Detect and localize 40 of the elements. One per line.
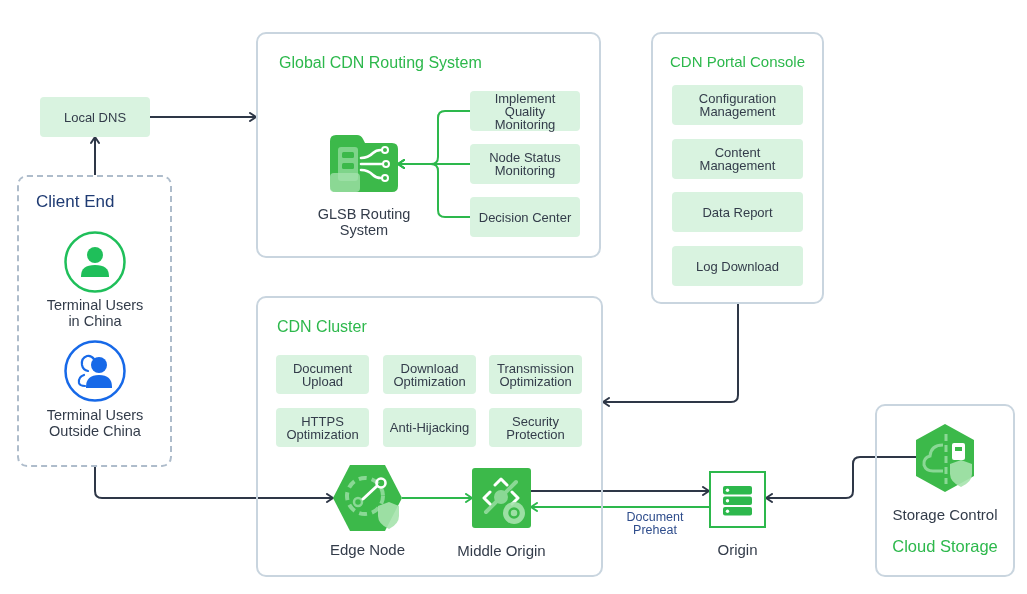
group-panel <box>651 32 824 304</box>
node-label: Terminal Users Outside China <box>45 407 145 439</box>
process-box: Download Optimization <box>383 355 476 394</box>
group-panel <box>256 32 601 258</box>
node-label: Terminal Users in China <box>45 297 145 329</box>
panel-title: Client End <box>36 192 115 212</box>
process-box: Implement Quality Monitoring <box>470 91 580 131</box>
panel-title: CDN Cluster <box>277 317 367 337</box>
process-box: Anti-Hijacking <box>383 408 476 447</box>
group-panel <box>256 296 603 577</box>
arrow <box>90 136 100 176</box>
arrow <box>602 303 739 407</box>
panel-title: CDN Portal Console <box>668 52 807 72</box>
process-box: Decision Center <box>470 197 580 237</box>
arrow <box>94 466 334 503</box>
process-box: Log Download <box>672 246 803 286</box>
process-box: Content Management <box>672 139 803 179</box>
panel-title: Cloud Storage <box>891 536 999 556</box>
arrow <box>149 112 257 122</box>
arrow <box>530 502 710 512</box>
node-label: GLSB Routing System <box>316 206 412 238</box>
process-box: Security Protection <box>489 408 582 447</box>
group-panel <box>875 404 1015 577</box>
node-label: Middle Origin <box>456 543 547 559</box>
arrow <box>530 486 710 496</box>
panel-title: Global CDN Routing System <box>279 53 482 73</box>
arrow <box>401 493 473 503</box>
process-box: Data Report <box>672 192 803 232</box>
dashed-group-panel <box>17 175 172 467</box>
arrow <box>397 159 471 218</box>
process-box: Transmission Optimization <box>489 355 582 394</box>
node-label: Storage Control <box>891 507 999 523</box>
process-box: Document Upload <box>276 355 369 394</box>
node-label: Origin <box>716 542 759 558</box>
process-box: Node Status Monitoring <box>470 144 580 184</box>
process-box: Local DNS <box>40 97 150 137</box>
process-box: Configuration Management <box>672 85 803 125</box>
process-box: HTTPS Optimization <box>276 408 369 447</box>
arrow <box>765 456 917 503</box>
node-label: Edge Node <box>328 542 407 558</box>
